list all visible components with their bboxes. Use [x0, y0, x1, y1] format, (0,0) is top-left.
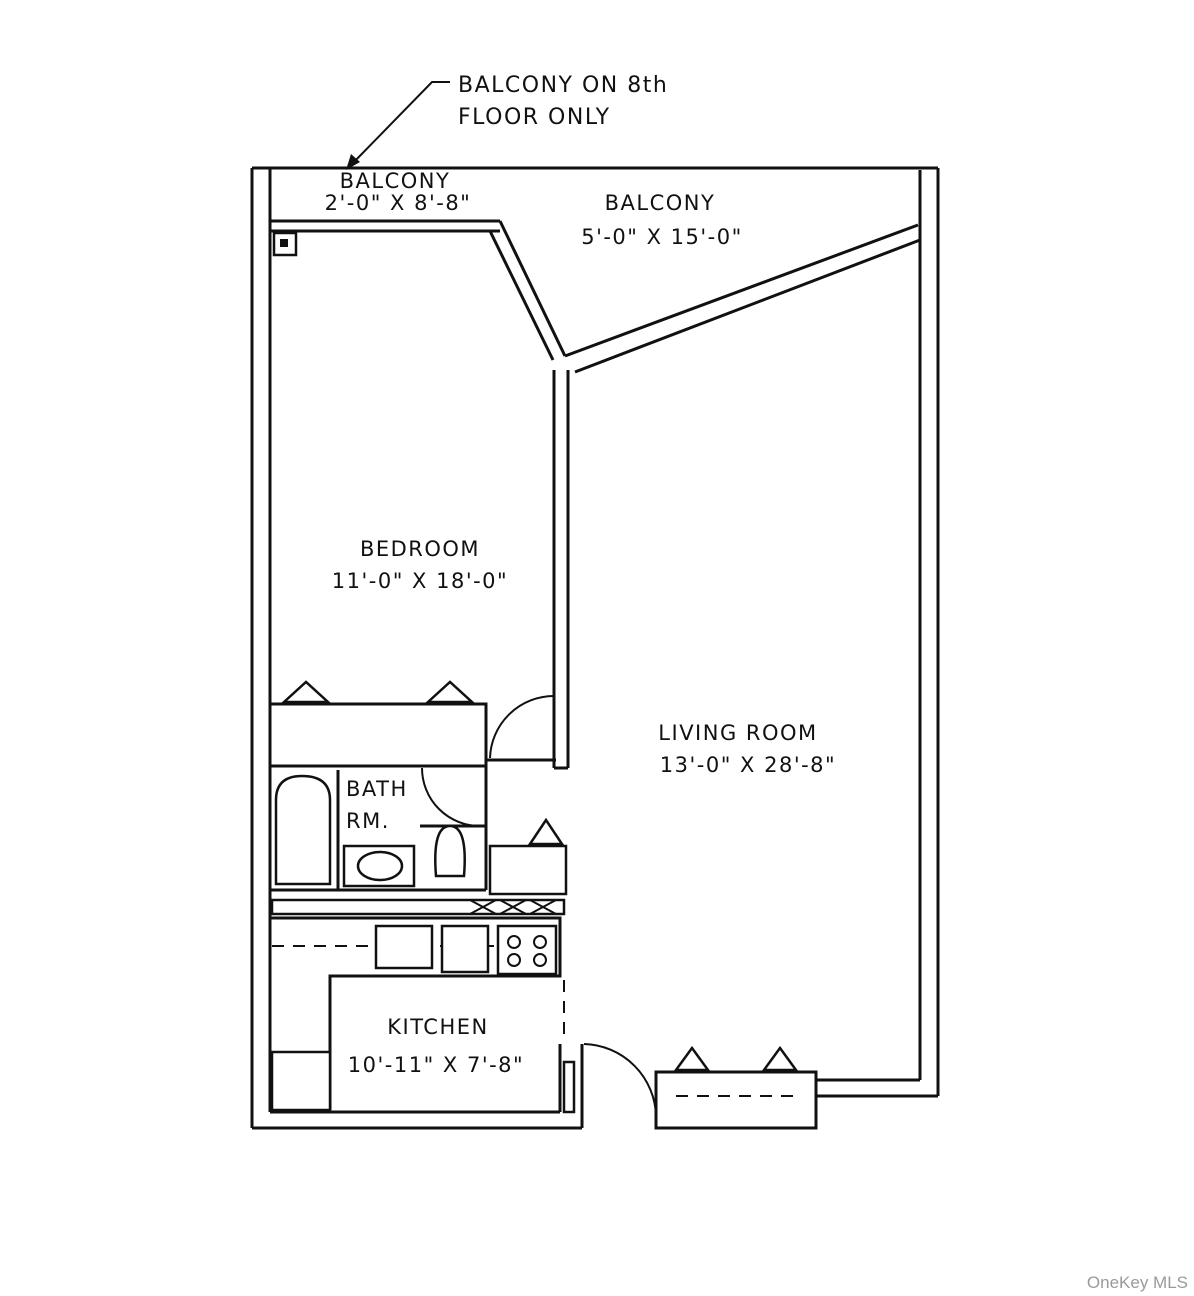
callout-arrow — [351, 81, 450, 165]
closet-light-icon — [673, 1045, 711, 1072]
dishwasher-icon — [440, 924, 490, 974]
closet-light-icon — [280, 680, 332, 704]
partition-walls — [268, 370, 570, 896]
closet-light-icon — [527, 817, 565, 846]
bedroom-size: 11'-0" X 18'-0" — [332, 569, 508, 593]
kitchen-fixtures — [270, 898, 657, 1117]
balcony-small-name: BALCONY — [340, 169, 451, 193]
refrigerator-icon — [270, 1050, 332, 1112]
bedroom-name: BEDROOM — [360, 537, 480, 561]
watermark: OneKey MLS — [1087, 1273, 1188, 1292]
balcony-large-size: 5'-0" X 15'-0" — [581, 225, 743, 249]
living-closet — [673, 1045, 800, 1097]
toilet-icon — [434, 824, 466, 878]
callout-arrowhead-icon — [346, 154, 360, 170]
living-room-name: LIVING ROOM — [658, 721, 817, 745]
bath-line-2: RM. — [346, 809, 390, 833]
bathtub-icon — [274, 774, 332, 886]
linen-closet — [488, 844, 568, 896]
balcony-callout: BALCONY ON 8th FLOOR ONLY — [346, 73, 668, 170]
callout-line-1: BALCONY ON 8th — [458, 73, 668, 98]
exterior-walls — [250, 166, 940, 1130]
living-room-size: 13'-0" X 28'-8" — [660, 753, 836, 777]
closet-light-icon — [761, 1045, 799, 1072]
balcony-small-size: 2'-0" X 8'-8" — [325, 191, 472, 215]
bath-door-swing — [421, 767, 481, 827]
callout-line-2: FLOOR ONLY — [458, 105, 611, 130]
room-labels: BALCONY 2'-0" X 8'-8" BALCONY 5'-0" X 15… — [325, 169, 836, 1077]
balcony-walls — [270, 219, 921, 374]
stove-icon — [496, 924, 558, 976]
bath-line-1: BATH — [346, 777, 408, 801]
kitchen-name: KITCHEN — [387, 1015, 489, 1039]
entry-door-swing — [583, 1043, 657, 1117]
kitchen-sink-icon — [374, 924, 434, 970]
bedroom-door-swing — [489, 695, 555, 759]
closet-light-icon — [424, 680, 476, 704]
balcony-large-name: BALCONY — [605, 191, 716, 215]
kitchen-size: 10'-11" X 7'-8" — [348, 1053, 524, 1077]
